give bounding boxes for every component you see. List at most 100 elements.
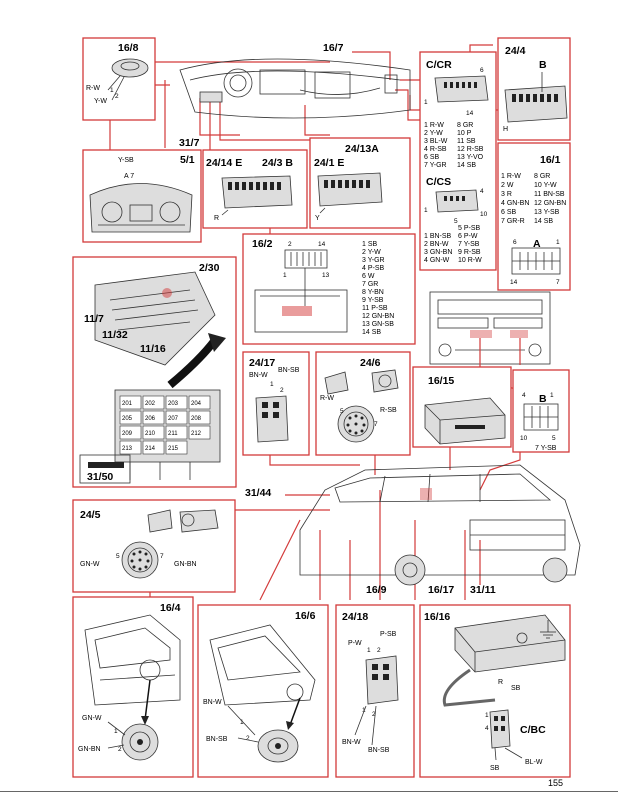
panel-title: 16/2 (252, 238, 273, 250)
panel-title: 5/1 (180, 154, 195, 166)
panel-16-16: 16/16 R SB 1 4 C/BC SB BL-W (419, 604, 571, 778)
fuse-slot (188, 410, 211, 425)
connector-label: C/BC (520, 724, 546, 736)
connector-icon (255, 395, 289, 443)
pin-wire: 6 W (362, 273, 375, 280)
fuse-slot (165, 440, 188, 455)
page-number: 155 (548, 778, 563, 788)
pin-wire: 7 GR-R (501, 218, 525, 225)
pin-wire: 7 Y-GR (424, 162, 447, 169)
fuse-label: 210 (145, 431, 156, 437)
pin-wire: 14 SB (362, 329, 381, 336)
panel-title: 16/4 (160, 602, 181, 614)
fuse-label: 205 (122, 416, 133, 422)
pin-wire: 1 BN-SB (424, 233, 452, 240)
arrow-icon (286, 721, 294, 730)
panel-24-4: 24/4 B H (497, 37, 571, 141)
callout-11-7: 11/7 (84, 313, 104, 325)
wire-label: BN-W (342, 739, 361, 746)
panel-title: C/CR (426, 59, 452, 71)
car-illustration (299, 464, 581, 586)
wire-label: BN-W (203, 699, 222, 706)
wire-label: Y-SB (118, 157, 134, 164)
pin-wire: 4 R-SB (424, 146, 447, 153)
panel-16-8: 16/8 R-W Y-W 1 2 (82, 37, 156, 121)
connector-icon (489, 709, 511, 749)
plug-icon (179, 509, 219, 533)
connector-label: B (539, 393, 547, 405)
pin-wire: 12 R-SB (457, 146, 484, 153)
pin-label: 5 (116, 553, 120, 560)
pin-label: 1 (240, 719, 244, 726)
fuse-slot (142, 410, 165, 425)
fuse-slot (119, 425, 142, 440)
fuse-label: 206 (145, 416, 156, 422)
fuse-slot (142, 395, 165, 410)
panel-16-15: 16/15 (412, 366, 512, 448)
connector-icon (365, 655, 399, 705)
pin-label: 14 (510, 279, 518, 286)
fuse-label: 212 (191, 431, 202, 437)
panel-5-1: 5/1 Y-SB A 7 (82, 149, 202, 243)
panel-24-17: 24/17 BN-W BN-SB 1 2 (242, 351, 310, 456)
fuse-slot (142, 425, 165, 440)
pin-label: 5 (454, 218, 458, 225)
wire-label: BN-SB (368, 747, 390, 754)
pin-wire: 6 SB (501, 209, 517, 216)
pin-wire: 10 Y-W (534, 182, 557, 189)
wire-label: 7 Y-SB (535, 445, 557, 452)
panel-title: 16/16 (424, 611, 450, 623)
panel-24-5: 24/5 GN-W GN-BN 5 7 (72, 499, 236, 593)
callout-31-11: 31/11 (470, 584, 496, 596)
pin-wire: 14 SB (457, 162, 476, 169)
pin-wire: 1 R-W (501, 173, 521, 180)
panel-title: 24/17 (249, 357, 275, 369)
fuse-label: 208 (191, 416, 202, 422)
callout-16-7: 16/7 (323, 42, 344, 54)
pin-label: 2 (246, 735, 250, 742)
panel-title: 2/30 (199, 262, 220, 274)
pin-wire: 9 R-SB (458, 249, 481, 256)
callout-16-17: 16/17 (428, 584, 454, 596)
pin-label: 2 (280, 387, 284, 394)
pin-label: 1 (424, 207, 428, 214)
pin-wire: 13 GN-SB (362, 321, 394, 328)
pin-label: 1 (485, 712, 489, 719)
wire-label: GN-BN (174, 561, 197, 568)
pin-wire: 7 GR (362, 281, 378, 288)
pin-label: 1 (114, 728, 118, 735)
connector-icon (317, 172, 383, 207)
fuse-label: 211 (168, 431, 178, 437)
pin-label: 13 (322, 272, 330, 279)
fuse-slot (165, 425, 188, 440)
pin-label: 1 (110, 87, 114, 94)
pin-wire: 3 GN-BN (424, 249, 452, 256)
wire-label: P-SB (380, 631, 397, 638)
pin-wire: 13 Y-VO (457, 154, 484, 161)
connector-strip-icon (88, 462, 124, 468)
panel-16-2: 16/2 2 14 1 13 1 SB 2 Y-W 3 Y-GR 4 P-SB … (242, 233, 416, 345)
fuse-slot (119, 440, 142, 455)
wire-label: GN-BN (78, 746, 101, 753)
callout-31-44: 31/44 (245, 487, 271, 499)
pin-label: A 7 (124, 173, 134, 180)
pin-wire: 11 BN-SB (534, 191, 565, 198)
fuse-box-icon (94, 271, 216, 366)
wire-label: SB (511, 685, 521, 692)
panel-title: 24/6 (360, 357, 381, 369)
connector-icon (504, 85, 568, 123)
fuse-label: 214 (145, 446, 156, 452)
fuse-label: 209 (122, 431, 133, 437)
pin-wire: 8 GR (534, 173, 550, 180)
pin-label: 4 (485, 725, 489, 732)
panel-title: 31/50 (87, 471, 113, 483)
callout-31-7: 31/7 (179, 137, 200, 149)
pin-wire: 2 Y-W (362, 249, 381, 256)
pin-wire: 9 Y-SB (362, 297, 384, 304)
connector-outline-icon (284, 249, 328, 269)
panel-title: 24/5 (80, 509, 101, 521)
pin-label: 2 (377, 647, 381, 654)
panel-16-4: 16/4 GN-W GN-BN 1 2 (72, 596, 194, 778)
fuse-label: 215 (168, 446, 179, 452)
